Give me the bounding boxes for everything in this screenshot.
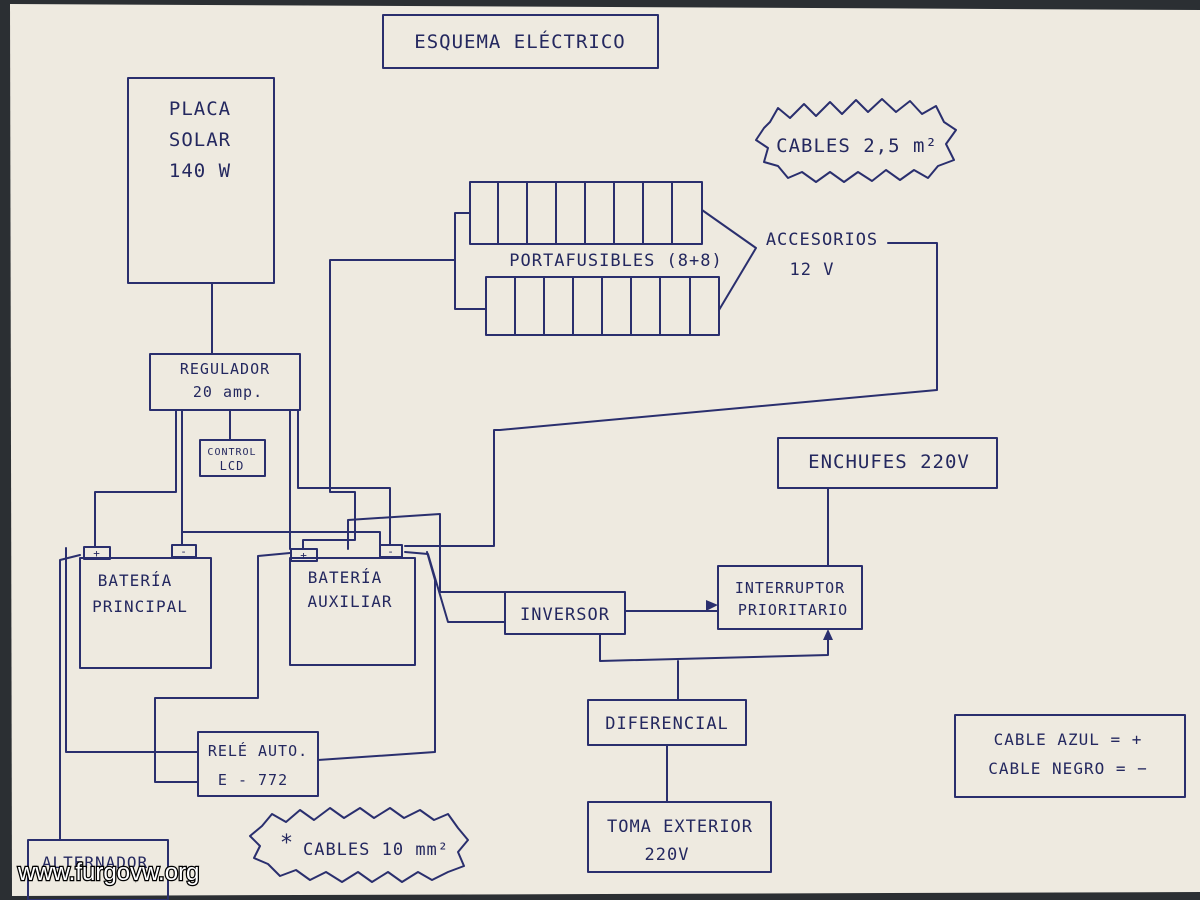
wire-aux-inverter-minus bbox=[404, 551, 506, 623]
solar-panel-line-2: SOLAR bbox=[169, 129, 231, 151]
regulator-box bbox=[149, 353, 301, 411]
differential-label: DIFERENCIAL bbox=[605, 714, 729, 734]
wire-inverter-down bbox=[599, 633, 829, 662]
cloud-cables-2-5-label: CABLES 2,5 m² bbox=[776, 135, 938, 157]
plugs-label: ENCHUFES 220V bbox=[808, 451, 970, 473]
battery-aux-minus-sign: - bbox=[387, 545, 395, 558]
exterior-outlet-line-1: TOMA EXTERIOR bbox=[607, 817, 753, 837]
accessories-line-1: ACCESORIOS bbox=[766, 230, 878, 250]
wire-aux-inverter-plus bbox=[347, 513, 506, 593]
cloud-cables-2-5 bbox=[755, 98, 957, 183]
legend-line-1: CABLE AZUL = + bbox=[994, 730, 1143, 749]
priority-switch-line-2: PRIORITARIO bbox=[738, 601, 848, 619]
arrow-differential-to-switch bbox=[823, 629, 833, 640]
battery-main-minus-terminal bbox=[171, 544, 197, 558]
solar-panel-line-3: 140 W bbox=[169, 160, 231, 182]
battery-main-box bbox=[79, 557, 212, 669]
legend-line-2: CABLE NEGRO = − bbox=[988, 759, 1148, 778]
wire-relay-aux bbox=[317, 551, 436, 761]
wire-relay-aux-minus bbox=[154, 552, 291, 783]
priority-switch-line-1: INTERRUPTOR bbox=[735, 579, 845, 597]
lcd-box bbox=[199, 439, 266, 477]
wire-accessories-return bbox=[404, 242, 938, 547]
priority-switch-box bbox=[717, 565, 863, 630]
inverter-label: INVERSOR bbox=[520, 605, 610, 625]
fuse-holder bbox=[454, 181, 757, 336]
alternator-label: ALTERNADOR bbox=[42, 853, 148, 872]
battery-main-line-2: PRINCIPAL bbox=[92, 597, 188, 616]
cloud-cables-10-star: * bbox=[280, 831, 294, 856]
exterior-outlet-line-2: 220V bbox=[645, 845, 690, 865]
lcd-line-1: CONTROL bbox=[207, 447, 256, 458]
battery-aux-line-2: AUXILIAR bbox=[307, 592, 392, 611]
plugs-box bbox=[777, 437, 998, 489]
diagram-title: ESQUEMA ELÉCTRICO bbox=[414, 30, 625, 53]
lcd-line-2: LCD bbox=[220, 459, 245, 473]
relay-box bbox=[197, 731, 319, 797]
relay-line-1: RELÉ AUTO. bbox=[208, 741, 308, 760]
regulator-line-2: 20 amp. bbox=[193, 383, 263, 401]
battery-main-plus-sign: + bbox=[93, 547, 101, 560]
cloud-cables-10 bbox=[249, 807, 469, 883]
fuse-holder-label: PORTAFUSIBLES (8+8) bbox=[509, 251, 722, 271]
wire-regulator-main-plus bbox=[94, 409, 177, 548]
solar-panel-box bbox=[127, 77, 275, 284]
solar-panel-line-1: PLACA bbox=[169, 98, 231, 120]
wire-alternator bbox=[59, 554, 81, 841]
arrow-to-priority-switch bbox=[706, 600, 718, 611]
wire-minus-bridge bbox=[181, 531, 381, 546]
paper-sheet bbox=[10, 4, 1200, 896]
exterior-outlet-box bbox=[587, 801, 772, 873]
watermark: www.furgovw.org bbox=[17, 859, 199, 886]
regulator-line-1: REGULADOR bbox=[180, 360, 270, 378]
battery-main-minus-sign: - bbox=[180, 545, 188, 558]
cloud-cables-10-label: CABLES 10 mm² bbox=[303, 840, 449, 860]
wires bbox=[59, 242, 938, 841]
battery-main-line-1: BATERÍA bbox=[98, 571, 172, 590]
relay-line-2: E - 772 bbox=[218, 771, 288, 789]
accessories-line-2: 12 V bbox=[790, 260, 835, 280]
legend-box bbox=[954, 714, 1186, 798]
wire-fuse-battery-plus bbox=[302, 259, 456, 550]
inverter-box bbox=[504, 591, 626, 635]
battery-aux-line-1: BATERÍA bbox=[308, 568, 382, 587]
battery-aux-plus-sign: + bbox=[300, 549, 308, 562]
title-box bbox=[382, 14, 659, 69]
alternator-box bbox=[27, 839, 169, 900]
battery-aux-box bbox=[289, 557, 416, 666]
battery-main-plus-terminal bbox=[83, 546, 111, 560]
